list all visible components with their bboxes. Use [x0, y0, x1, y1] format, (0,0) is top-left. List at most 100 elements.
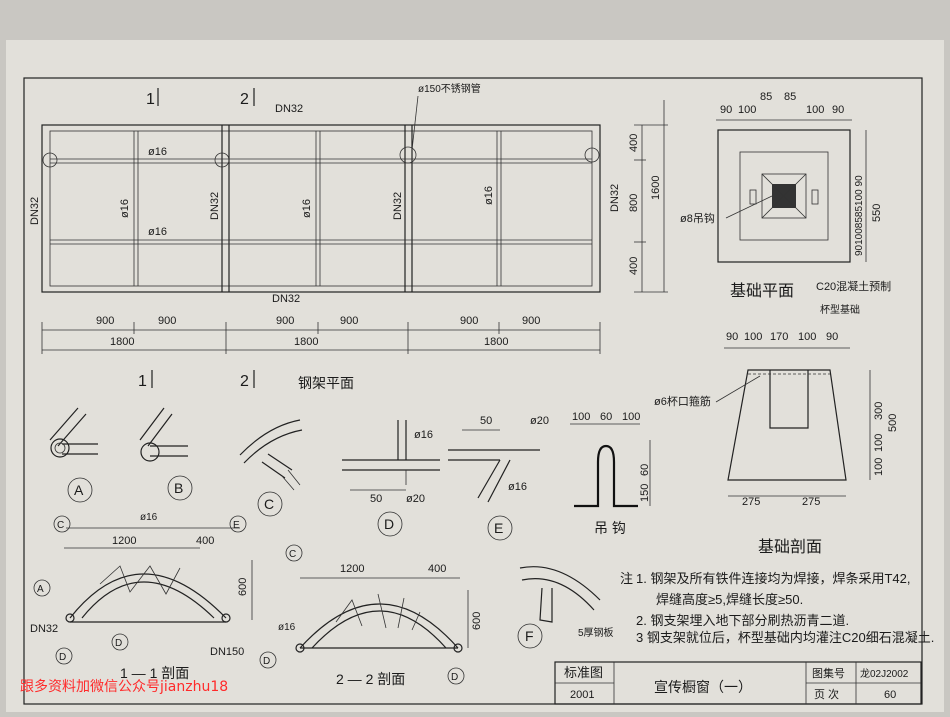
bar-label-3: ø16 — [119, 199, 131, 218]
s1-title: 1 — 1 剖面 — [120, 665, 189, 681]
fs-dim-275b: 275 — [802, 496, 820, 508]
fp-dim-100a: 100 — [738, 104, 756, 116]
fp-phi8: ø8吊钩 — [680, 211, 715, 225]
dim-right-1600: 1600 — [650, 176, 662, 200]
hook-dim-100a: 100 — [572, 411, 590, 423]
section-mark-1b: 2 — [240, 373, 249, 390]
fp-dim-100b: 100 — [806, 104, 824, 116]
fs-dim-300: 300 — [873, 402, 885, 420]
s2-callout-c: C — [289, 549, 296, 560]
fp-dim-90b: 90 — [832, 104, 844, 116]
dim-right-800: 800 — [628, 194, 640, 212]
tb-page-no: 60 — [884, 689, 896, 701]
hook-dim-side150: 150 — [639, 484, 651, 502]
fs-dim-100a: 100 — [744, 331, 762, 343]
tb-atlas-no: 龙02J2002 — [860, 667, 909, 680]
s2-dim-600: 600 — [471, 612, 483, 630]
s2-dim-1200: 1200 — [340, 563, 364, 575]
title-block: 标准图 2001 宣传橱窗（一） 图集号 龙02J2002 页 次 60 — [554, 661, 922, 705]
s1-dn32: DN32 — [30, 623, 58, 635]
detail-label-e: E — [494, 520, 503, 536]
section-mark-2: 2 — [240, 91, 249, 108]
dim-right-400b: 400 — [628, 257, 640, 275]
frame-outer — [41, 124, 601, 293]
pipe-label-top: DN32 — [275, 103, 303, 115]
s1-callout-a: A — [37, 584, 44, 595]
dim-900-6: 900 — [522, 315, 540, 327]
hook-title: 吊 钩 — [594, 520, 626, 536]
note-line-3: 2. 钢支架埋入地下部分刷热沥青二道. — [636, 613, 849, 628]
fs-dim-500: 500 — [887, 414, 899, 432]
notes: 注 1. 钢架及所有铁件连接均为焊接，焊条采用T42, 焊缝高度≥5,焊缝长度≥… — [620, 571, 934, 645]
tb-std-label: 标准图 — [564, 665, 603, 680]
s2-phi16: ø16 — [278, 622, 296, 633]
bar-label-1: ø16 — [148, 146, 167, 158]
detail-f-plate: 5厚钢板 — [578, 626, 614, 639]
s1-dn150: DN150 — [210, 646, 244, 658]
bar-label-2: ø16 — [148, 226, 167, 238]
section-mark-1: 1 — [146, 91, 155, 108]
tube-label: ø150不锈钢管 — [418, 82, 481, 95]
dim-900-3: 900 — [276, 315, 294, 327]
foundation-section: 90 100 170 100 90 ø6杯口箍筋 300 100 100 500… — [654, 331, 899, 556]
fs-dim-100b-r: 100 — [873, 458, 885, 476]
fp-dims-right: 901008585100 90 — [854, 175, 865, 256]
s2-callout-d2: D — [451, 672, 458, 683]
dim-900-2: 900 — [158, 315, 176, 327]
s2-callout-d1: D — [263, 656, 270, 667]
dim-900-4: 900 — [340, 315, 358, 327]
pipe-label-left: DN32 — [29, 197, 41, 225]
detail-e-phi20: ø20 — [530, 415, 549, 427]
s2-title: 2 — 2 剖面 — [336, 671, 405, 687]
detail-label-d: D — [384, 516, 394, 532]
steel-frame-plan: 1 2 DN32 DN32 ø150不锈钢管 ø16 ø16 ø16 ø16 ø… — [29, 82, 668, 391]
frame-inner — [49, 130, 593, 287]
fp-dim-85b: 85 — [784, 91, 796, 103]
hook-dim-60: 60 — [600, 411, 612, 423]
hook-dim-100b: 100 — [622, 411, 640, 423]
s1-callout-c: C — [57, 520, 64, 531]
detail-label-f: F — [525, 628, 534, 644]
detail-d-50: 50 — [370, 493, 382, 505]
plan-title: 钢架平面 — [298, 375, 354, 391]
bar-label-4: ø16 — [301, 199, 313, 218]
pipe-label-mid2: DN32 — [392, 192, 404, 220]
dim-1800-1: 1800 — [110, 336, 134, 348]
s1-callout-e: E — [233, 520, 240, 531]
fp-dim-90a: 90 — [720, 104, 732, 116]
s1-callout-d1: D — [59, 652, 66, 663]
pipe-label-bottom: DN32 — [272, 293, 300, 305]
tb-atlas-label: 图集号 — [812, 666, 845, 680]
s1-dim-600: 600 — [237, 578, 249, 596]
pipe-label-mid1: DN32 — [209, 192, 221, 220]
fp-title: 基础平面 — [730, 282, 794, 300]
notes-prefix: 注 — [620, 571, 633, 586]
fs-dim-170: 170 — [770, 331, 788, 343]
pipe-label-right: DN32 — [609, 184, 621, 212]
drawing-border — [23, 77, 923, 705]
tb-title: 宣传橱窗（一） — [654, 679, 752, 695]
joint-details: A B C ø16 50 ø20 D 50 ø20 ø16 E 5厚钢板 — [49, 407, 614, 649]
fp-dim-550: 550 — [871, 204, 883, 222]
hook-dim-side60: 60 — [639, 464, 651, 476]
detail-e-50: 50 — [480, 415, 492, 427]
foundation-plan: 90 100 85 85 100 90 901008585100 90 550 … — [680, 91, 891, 316]
s1-phi16: ø16 — [140, 512, 158, 523]
section-2-2: C 1200 400 600 ø16 D D 2 — 2 剖面 — [259, 544, 483, 687]
s1-callout-d2: D — [115, 638, 122, 649]
detail-label-b: B — [174, 480, 183, 496]
section-mark-1a: 1 — [138, 373, 147, 390]
lifting-hook: 100 60 100 60 150 吊 钩 — [570, 411, 651, 536]
dim-1800-3: 1800 — [484, 336, 508, 348]
dim-900-5: 900 — [460, 315, 478, 327]
dim-900-1: 900 — [96, 315, 114, 327]
detail-e-phi16: ø16 — [508, 481, 527, 493]
watermark-text: 跟多资料加微信公众号jianzhu18 — [20, 679, 229, 695]
s1-dim-1200: 1200 — [112, 535, 136, 547]
fs-dim-90a: 90 — [726, 331, 738, 343]
dim-right-400a: 400 — [628, 134, 640, 152]
detail-label-c: C — [264, 496, 274, 512]
note-line-2: 焊缝高度≥5,焊缝长度≥50. — [656, 592, 803, 607]
fs-title: 基础剖面 — [758, 538, 822, 556]
